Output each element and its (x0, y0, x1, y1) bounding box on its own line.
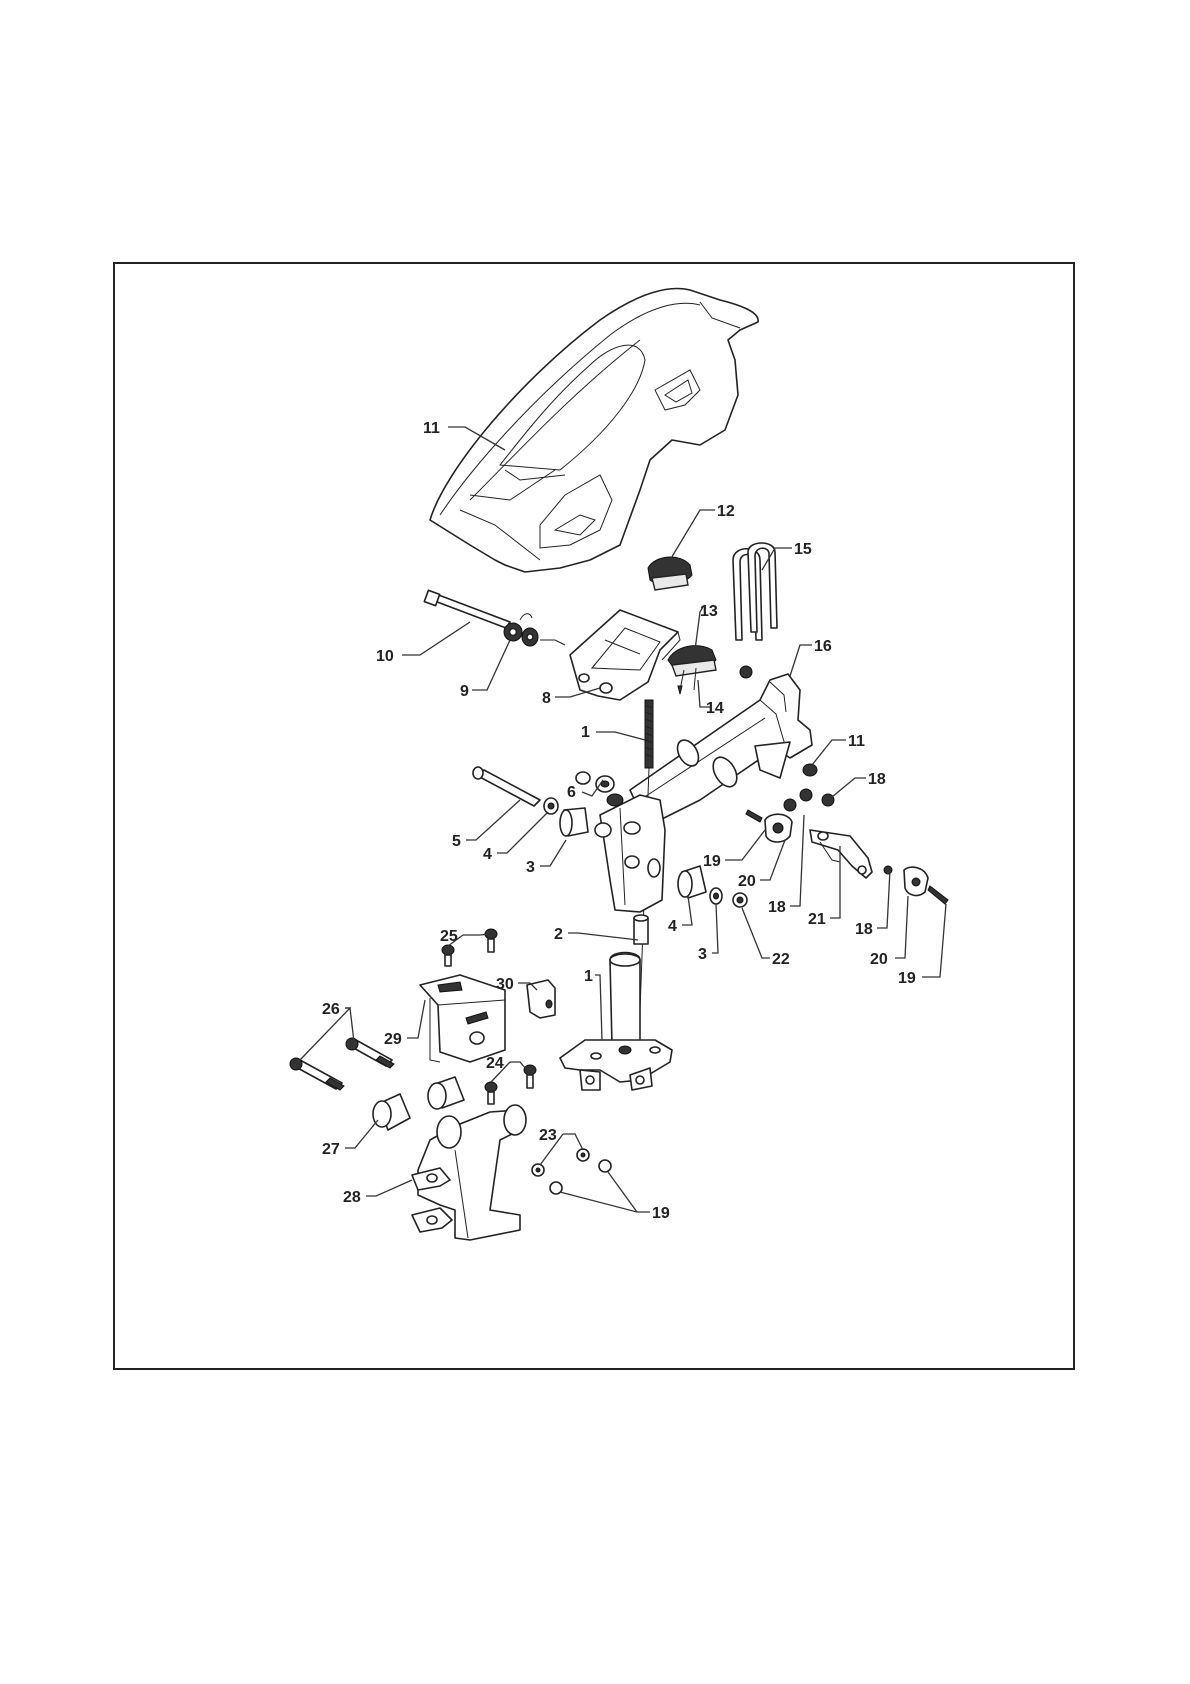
callout-label: 18 (868, 771, 886, 788)
callout-label: 30 (496, 976, 514, 993)
callout-label: 14 (706, 700, 724, 717)
washer-4-left-part (544, 798, 558, 814)
washer-3-right-part (710, 888, 722, 904)
handlebar-clamp-lower-part (668, 646, 716, 694)
callout-label: 25 (440, 928, 458, 945)
callout-label: 23 (539, 1127, 557, 1144)
callout-label: 4 (668, 918, 677, 935)
callout-label: 20 (870, 951, 888, 968)
callout-label: 28 (343, 1189, 361, 1206)
callout-label: 19 (703, 853, 721, 870)
plate-29-part (420, 975, 505, 1062)
bolt-19-part (746, 810, 762, 822)
callout-label: 20 (738, 873, 756, 890)
mount-28-part (412, 1105, 526, 1240)
tie-rod-21-part (810, 830, 872, 878)
ball-joint-20-part (765, 814, 792, 842)
callout-label: 8 (542, 690, 551, 707)
callout-label: 13 (700, 603, 718, 620)
steering-column-lower-part (560, 953, 672, 1091)
callout-label: 1 (581, 724, 590, 741)
callout-label: 12 (717, 503, 735, 520)
bolt-19-right-part (928, 886, 948, 904)
callout-label: 1 (584, 968, 593, 985)
nuts-19-part (550, 1160, 611, 1194)
callout-label: 18 (768, 899, 786, 916)
callout-label: 16 (814, 638, 832, 655)
callout-label: 21 (808, 911, 826, 928)
nut-6-part (576, 772, 614, 792)
front-fender-part (430, 289, 758, 572)
callout-label: 19 (898, 970, 916, 987)
callout-label: 19 (652, 1205, 670, 1222)
callout-label: 4 (483, 846, 492, 863)
washers-23-part (532, 1149, 589, 1176)
clip-30-part (527, 980, 555, 1018)
callout-label: 5 (452, 833, 461, 850)
bushing-3-left-part (560, 808, 588, 836)
steering-column-upper-part (595, 794, 665, 912)
steering-arm-part (630, 666, 812, 820)
callout-label: 6 (567, 784, 576, 801)
callout-label: 9 (460, 683, 469, 700)
callout-label: 29 (384, 1031, 402, 1048)
callout-label: 3 (698, 946, 707, 963)
callout-label: 22 (772, 951, 790, 968)
callout-label: 15 (794, 541, 812, 558)
callout-label: 11 (423, 420, 440, 437)
u-bolt-part (733, 543, 777, 640)
bolts-26-part (290, 1038, 394, 1090)
callout-label: 24 (486, 1055, 504, 1072)
callout-label: 10 (376, 648, 394, 665)
pivot-bolt-part (424, 590, 510, 628)
nut-22-part (733, 893, 747, 907)
nuts-11-18-part (784, 764, 834, 811)
mounting-bracket-part (570, 610, 680, 700)
callout-label: 11 (848, 733, 865, 750)
callout-label: 18 (855, 921, 873, 938)
washer-set-9-part (504, 614, 565, 646)
handlebar-clamp-upper-part (648, 557, 692, 590)
callout-label: 26 (322, 1001, 340, 1018)
callout-label: 2 (554, 926, 563, 943)
callout-label: 27 (322, 1141, 340, 1158)
bushing-4-right-part (678, 866, 706, 898)
bolt-5-part (473, 767, 540, 806)
callout-label: 3 (526, 859, 535, 876)
